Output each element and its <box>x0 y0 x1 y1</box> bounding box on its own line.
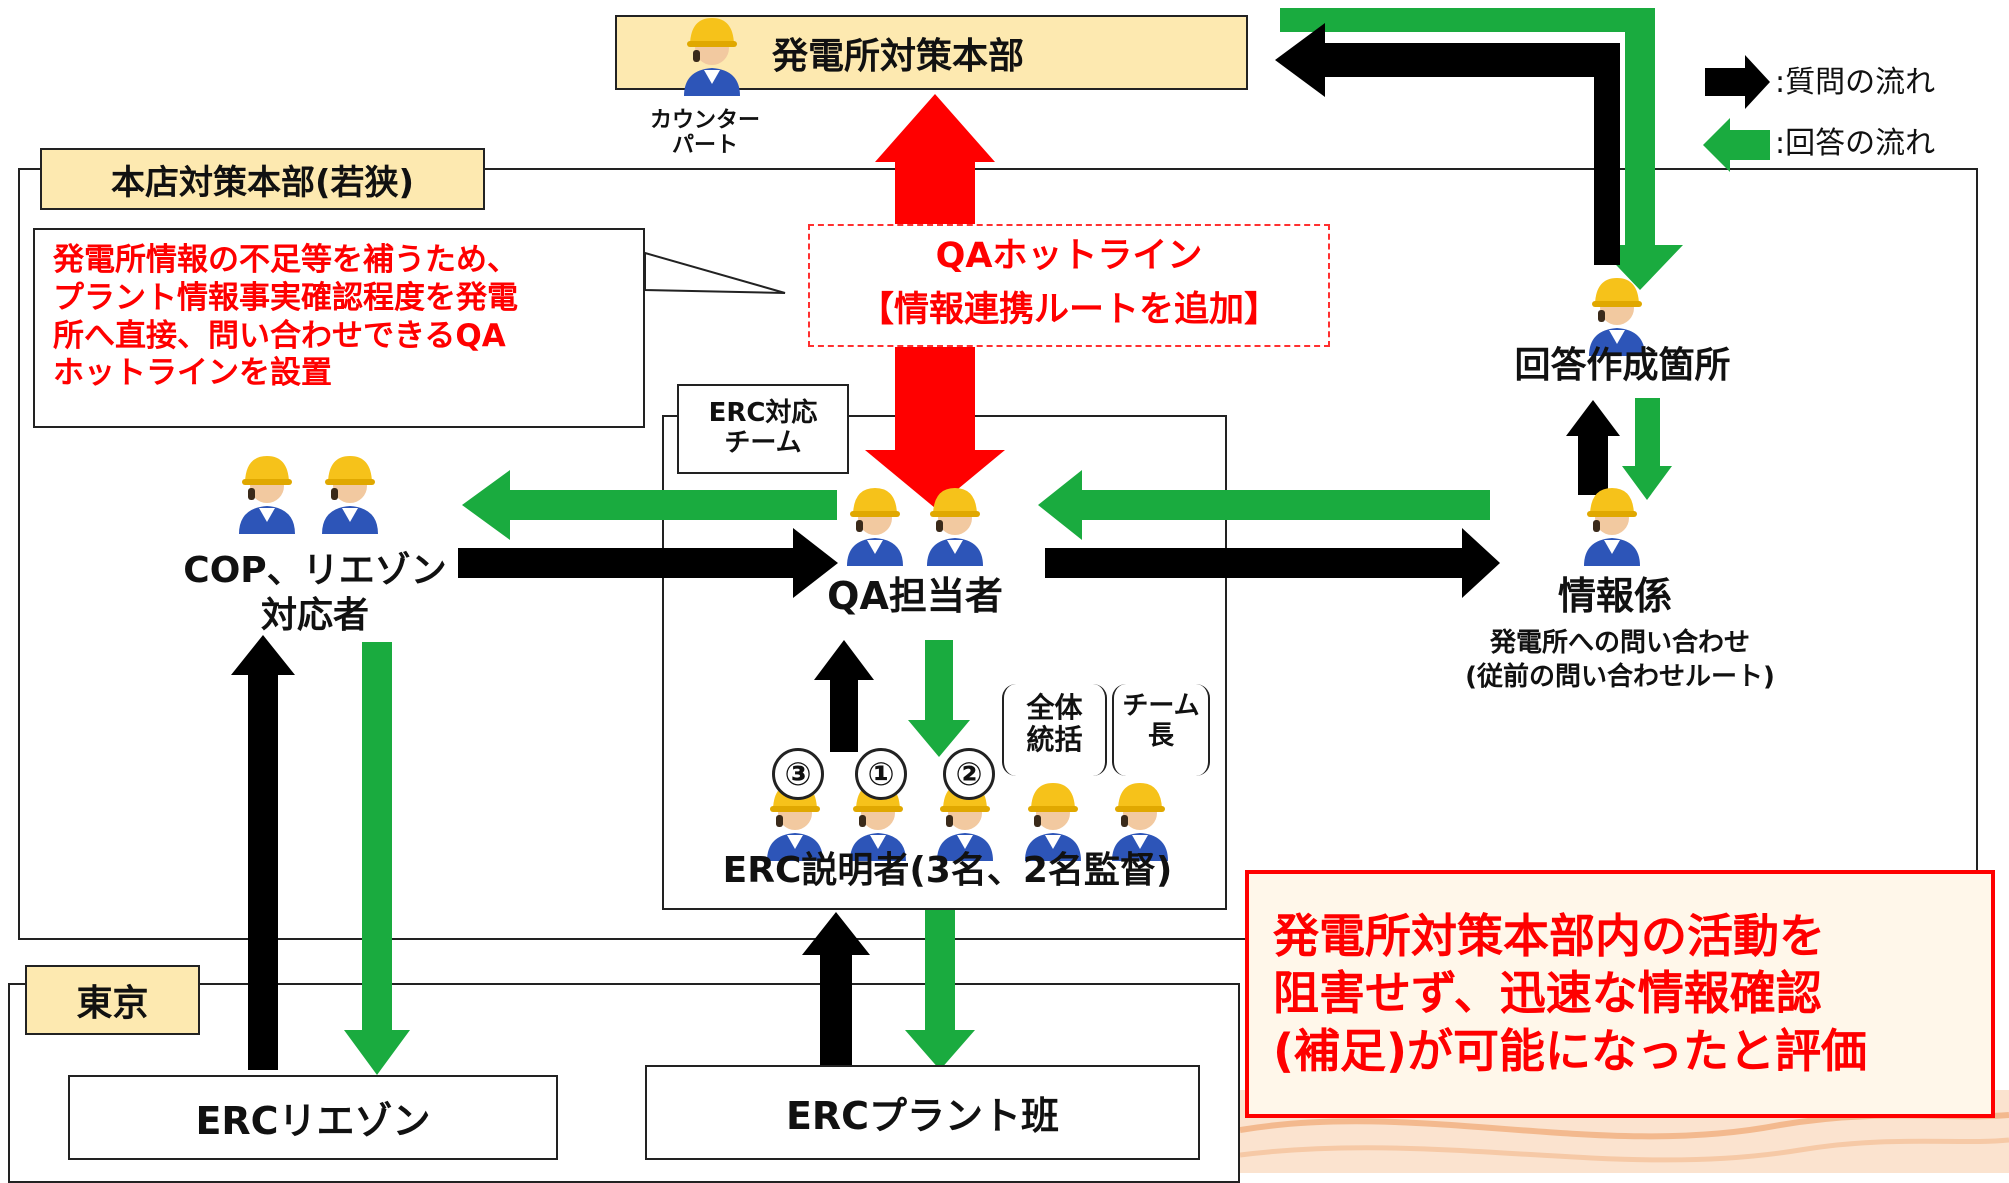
cop-worker-icon-1 <box>239 456 295 534</box>
cop-label: COP、リエゾン 対応者 <box>183 550 447 636</box>
plant-hq-worker-icon <box>684 18 740 96</box>
plant-hq-title: 発電所対策本部 <box>772 35 1025 77</box>
info-label: 情報係 <box>1557 574 1672 618</box>
overall-bracket <box>1002 684 1107 776</box>
cop-worker-icon-2 <box>322 456 378 534</box>
info-to-qa-arrow <box>1038 470 1490 540</box>
erc-team-label-box: ERC対応 チーム <box>677 384 849 474</box>
question-to-plant-arrow <box>1275 23 1620 265</box>
erc-liaison-box: ERCリエゾン <box>68 1075 558 1160</box>
erc-liaison-label: ERCリエゾン <box>195 1099 431 1143</box>
callout-box: 発電所情報の不足等を補うため、 プラント情報事実確認程度を発電 所へ直接、問い合… <box>33 228 645 428</box>
info-worker-icon <box>1584 488 1640 566</box>
hotline-line2: 【情報連携ルートを追加】 <box>858 290 1279 330</box>
hotline-box <box>808 224 1330 347</box>
counterpart-label: カウンター パート <box>649 108 760 159</box>
answer-creator-label: 回答作成箇所 <box>1514 345 1731 386</box>
liaison-to-cop-arrow <box>231 635 295 1070</box>
head-office-title: 本店対策本部(若狭) <box>40 148 485 210</box>
erc-team-label: ERC対応 チーム <box>708 398 818 458</box>
qa-to-info-arrow <box>1045 528 1500 598</box>
evaluation-box: 発電所対策本部内の活動を 阻害せず、迅速な情報確認 (補足)が可能になったと評価 <box>1245 870 1995 1118</box>
erc-plant-team-label: ERCプラント班 <box>785 1094 1060 1138</box>
legend-question-label: :質問の流れ <box>1775 65 1936 100</box>
creator-to-info-arrow <box>1622 398 1672 500</box>
legend-answer-label: :回答の流れ <box>1775 126 1936 161</box>
erc-plant-team-box: ERCプラント班 <box>645 1065 1200 1160</box>
cop-to-qa-arrow <box>458 528 838 598</box>
overall-label: 全体 統括 <box>1026 691 1083 757</box>
legend-answer-arrow <box>1703 118 1770 172</box>
leader-bracket <box>1112 684 1210 776</box>
tokyo-title-text: 東京 <box>76 983 149 1024</box>
explainer-number-2: ② <box>943 748 995 800</box>
legend-question-arrow <box>1705 55 1770 109</box>
explainer-to-plant-team-arrow <box>905 910 975 1070</box>
hotline-arrow-up <box>875 94 995 224</box>
explainer-number-1: ① <box>855 748 907 800</box>
plant-team-to-explainer-arrow <box>802 912 870 1068</box>
qa-worker-icon-1 <box>847 488 903 566</box>
hotline-line1: QAホットライン <box>935 236 1203 276</box>
info-note: 発電所への問い合わせ (従前の問い合わせルート) <box>1465 628 1775 692</box>
answer-return-arrow <box>1280 8 1683 290</box>
explainers-label: ERC説明者(3名、2名監督) <box>722 850 1173 891</box>
qa-to-explainer-arrow <box>908 640 970 757</box>
tokyo-title: 東京 <box>25 965 200 1035</box>
cop-to-liaison-arrow <box>344 642 410 1075</box>
explainer-number-3: ③ <box>772 748 824 800</box>
callout-text: 発電所情報の不足等を補うため、 プラント情報事実確認程度を発電 所へ直接、問い合… <box>53 242 518 392</box>
head-office-frame <box>18 168 1978 940</box>
leader-label: チーム 長 <box>1122 691 1200 751</box>
qa-label: QA担当者 <box>827 574 1003 618</box>
qa-worker-icon-2 <box>927 488 983 566</box>
head-office-title-text: 本店対策本部(若狭) <box>110 162 415 203</box>
info-to-creator-arrow <box>1566 400 1620 495</box>
explainer-to-qa-arrow <box>814 640 874 752</box>
evaluation-text: 発電所対策本部内の活動を 阻害せず、迅速な情報確認 (補足)が可能になったと評価 <box>1273 908 1868 1078</box>
qa-to-cop-arrow <box>462 470 837 540</box>
hotline-arrow-down <box>865 347 1005 508</box>
